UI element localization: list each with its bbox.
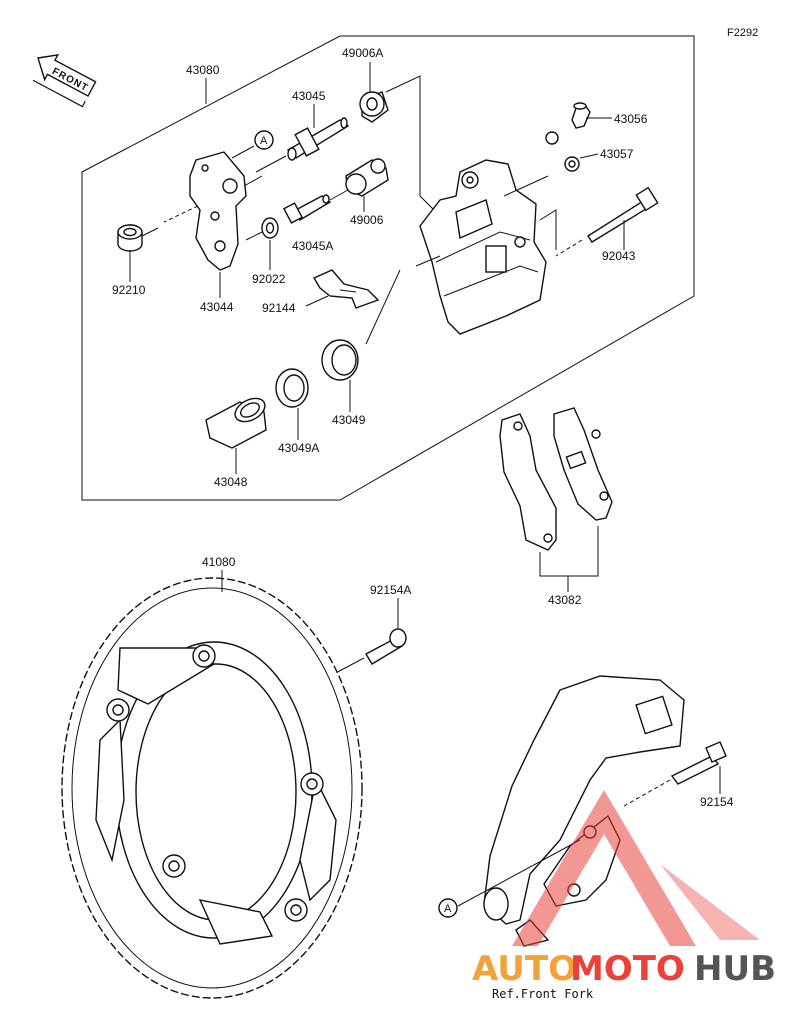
label-49006A: 49006A xyxy=(342,46,383,60)
part-43057-cap xyxy=(545,131,599,172)
label-92144: 92144 xyxy=(262,301,296,315)
label-43080: 43080 xyxy=(186,63,220,77)
part-92154-bolt xyxy=(623,741,727,807)
part-43048-piston xyxy=(205,397,267,474)
label-92154: 92154 xyxy=(700,795,734,809)
part-41080-brake-disc xyxy=(61,570,363,999)
part-49006A-boot xyxy=(359,75,437,213)
label-92043: 92043 xyxy=(602,249,636,263)
callout-a-top-letter: A xyxy=(260,135,268,147)
part-43045-pin xyxy=(255,117,350,173)
label-92154A: 92154A xyxy=(370,583,411,597)
part-43082-brake-pads xyxy=(499,407,613,592)
label-43044: 43044 xyxy=(200,300,234,314)
label-41080: 41080 xyxy=(202,555,236,569)
callout-a-bottom-letter: A xyxy=(444,903,452,915)
watermark-triangle-icon xyxy=(512,790,696,946)
label-43057: 43057 xyxy=(600,147,634,161)
label-43049A: 43049A xyxy=(278,441,319,455)
front-arrow-icon: FRONT xyxy=(32,54,97,108)
watermark-part1: AUTO xyxy=(472,949,577,989)
caliper-assembly-boundary xyxy=(81,35,695,501)
part-43056-bleeder xyxy=(571,102,612,129)
diagram-code: F2292 xyxy=(727,27,758,39)
part-43080-caliper-body xyxy=(365,159,557,345)
label-43048: 43048 xyxy=(214,475,248,489)
label-43049: 43049 xyxy=(332,413,366,427)
part-43049-seal xyxy=(321,339,359,412)
watermark-logo: AUTO MOTO HUB xyxy=(472,790,776,989)
label-49006: 49006 xyxy=(350,213,384,227)
part-43044-bracket xyxy=(163,151,263,271)
label-43082: 43082 xyxy=(548,593,582,607)
callout-a-bottom: A xyxy=(438,898,458,918)
label-92210: 92210 xyxy=(112,283,146,297)
part-92043-pad-pin xyxy=(555,186,659,257)
part-92210-sleeve xyxy=(117,224,159,252)
part-49006-boot xyxy=(345,158,389,197)
part-92154A-bolt xyxy=(329,598,407,677)
part-43049A-seal xyxy=(275,368,309,440)
label-43056: 43056 xyxy=(614,112,648,126)
watermark-part2: MOTO xyxy=(570,949,685,989)
part-43045A-pin xyxy=(282,189,349,224)
label-43045: 43045 xyxy=(292,89,326,103)
label-43045A: 43045A xyxy=(292,239,333,253)
label-92022: 92022 xyxy=(252,272,286,286)
part-92022-washer xyxy=(245,217,279,241)
part-92144-spring xyxy=(305,269,380,309)
watermark-part3: HUB xyxy=(694,949,776,989)
reference-text: Ref.Front Fork xyxy=(492,987,594,1001)
callout-a-top: A xyxy=(231,130,274,159)
